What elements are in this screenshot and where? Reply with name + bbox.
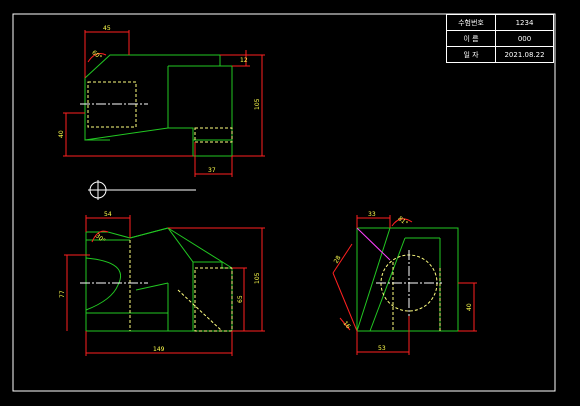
dim-text: 105 — [254, 98, 261, 110]
dim-text: 77 — [59, 290, 66, 298]
top-view-hidden-slot — [194, 127, 233, 143]
drawing-frame — [12, 13, 556, 392]
title-row: 일 자 2021.08.22 — [446, 46, 554, 63]
side-view-outline — [356, 227, 459, 332]
dim-text: 30° — [94, 232, 107, 244]
front-view-edge — [167, 227, 233, 269]
title-value: 2021.08.22 — [495, 46, 554, 63]
dim-text: 45 — [103, 25, 111, 32]
top-view-outline — [84, 54, 233, 157]
dim-text: 12 — [240, 57, 248, 64]
dim-text: 54 — [104, 211, 112, 218]
top-view: 45 60° 105 12 40 37 — [58, 25, 265, 177]
dim-text: 37 — [208, 167, 216, 174]
title-label: 일 자 — [446, 46, 496, 63]
front-hidden-slot — [194, 267, 233, 332]
side-view: 33 81° 28 16 53 40 — [332, 211, 477, 355]
dim-text: 60° — [90, 49, 103, 61]
side-view-edge — [356, 227, 391, 261]
front-hidden — [177, 289, 223, 332]
front-view: 54 30° 77 149 65 105 — [59, 211, 265, 356]
dim-text: 16 — [341, 320, 351, 330]
angle-arc — [391, 218, 413, 227]
dim-text: 53 — [378, 345, 386, 352]
dim-text: 149 — [153, 346, 165, 353]
dim-text: 28 — [333, 254, 343, 264]
dim-text: 65 — [237, 295, 244, 303]
dim-text: 81° — [396, 215, 409, 227]
dim-line — [339, 317, 351, 331]
dim-line — [332, 243, 353, 274]
front-view-half-circle — [85, 257, 121, 311]
title-row: 이 름 000 — [446, 30, 554, 47]
title-label: 수험번호 — [446, 14, 496, 31]
title-value: 000 — [495, 30, 554, 47]
title-label: 이 름 — [446, 30, 496, 47]
dim-text: 33 — [368, 211, 376, 218]
projection-symbol — [88, 180, 196, 200]
side-view-edge — [369, 237, 406, 332]
title-value: 1234 — [495, 14, 554, 31]
title-block-table: 수험번호 1234 이 름 000 일 자 2021.08.22 — [446, 14, 554, 63]
angle-arc — [91, 230, 109, 243]
front-view-outline — [85, 227, 233, 332]
side-view-edge — [356, 227, 391, 332]
dim-text: 40 — [466, 303, 473, 311]
dim-text: 105 — [254, 272, 261, 284]
dim-line — [332, 272, 358, 332]
title-block: 수험번호 1234 이 름 000 일 자 2021.08.22 — [446, 14, 554, 63]
dim-text: 40 — [58, 130, 65, 138]
front-view-edge — [129, 227, 169, 239]
front-view-edge — [135, 282, 169, 291]
angle-arc — [87, 53, 107, 63]
title-row: 수험번호 1234 — [446, 14, 554, 31]
